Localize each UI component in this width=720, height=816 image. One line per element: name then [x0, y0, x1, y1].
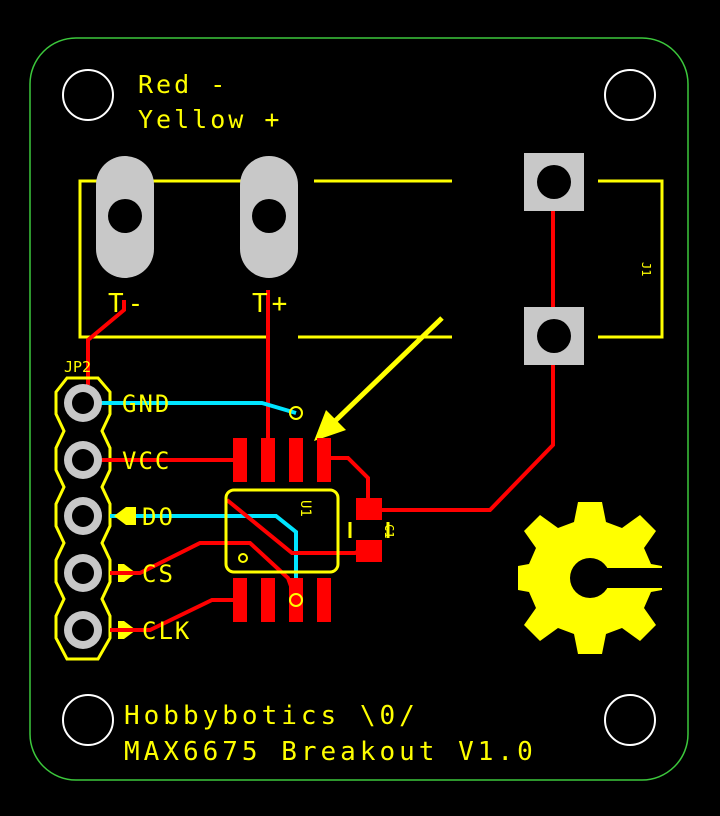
j1-hole-2 [537, 319, 571, 353]
connector-j1-label: J1 [639, 262, 653, 276]
via-do [289, 593, 303, 607]
header-jp2-label: JP2 [64, 358, 91, 376]
board-outline [29, 37, 689, 781]
thermocouple-plus-label: T+ [252, 289, 291, 319]
mounting-holes [62, 69, 656, 746]
thermocouple-traces [86, 290, 270, 445]
pin-label-vcc: VCC [122, 447, 171, 475]
connector-j1-pads [524, 153, 584, 365]
footer-line-2: MAX6675 Breakout V1.0 [124, 737, 537, 767]
footer-line-1: Hobbybotics \0/ [124, 701, 419, 731]
bottom-layer-traces [88, 401, 298, 600]
cap-c1-label: C1 [382, 524, 396, 538]
connector-j1-silkscreen [598, 179, 664, 339]
header-line-1: Red - [138, 70, 228, 99]
thermocouple-silkscreen [78, 179, 452, 339]
do-arrow-icon [114, 507, 126, 525]
vias [289, 406, 303, 607]
pin-label-gnd: GND [122, 390, 171, 418]
header-line-2: Yellow + [138, 105, 282, 134]
pin-label-clk: CLK [142, 617, 191, 645]
mount-hole-top-right [604, 69, 656, 121]
via-gnd [289, 406, 303, 420]
cap-c1-silkscreen [348, 522, 390, 538]
chip-u1-label: U1 [297, 500, 313, 517]
pin-label-do: DO [142, 503, 175, 531]
mount-hole-top-left [62, 69, 114, 121]
cap-c1-pads [356, 498, 382, 562]
pointer-arrow-icon [314, 316, 444, 441]
thermocouple-hole-plus [252, 199, 286, 233]
mount-hole-bottom-left [62, 694, 114, 746]
chip-u1-body [224, 488, 340, 574]
open-hardware-gear-icon [518, 502, 666, 654]
header-jp2-outline [54, 376, 112, 661]
j1-hole-1 [537, 165, 571, 199]
chip-u1-pin1-marker [238, 553, 248, 563]
thermocouple-minus-label: T- [108, 289, 147, 319]
header-jp2-pads [64, 384, 102, 649]
pin-label-cs: CS [142, 560, 175, 588]
mount-hole-bottom-right [604, 694, 656, 746]
chip-u1-pads [233, 438, 331, 622]
thermocouple-pads [96, 156, 298, 278]
thermocouple-hole-minus [108, 199, 142, 233]
